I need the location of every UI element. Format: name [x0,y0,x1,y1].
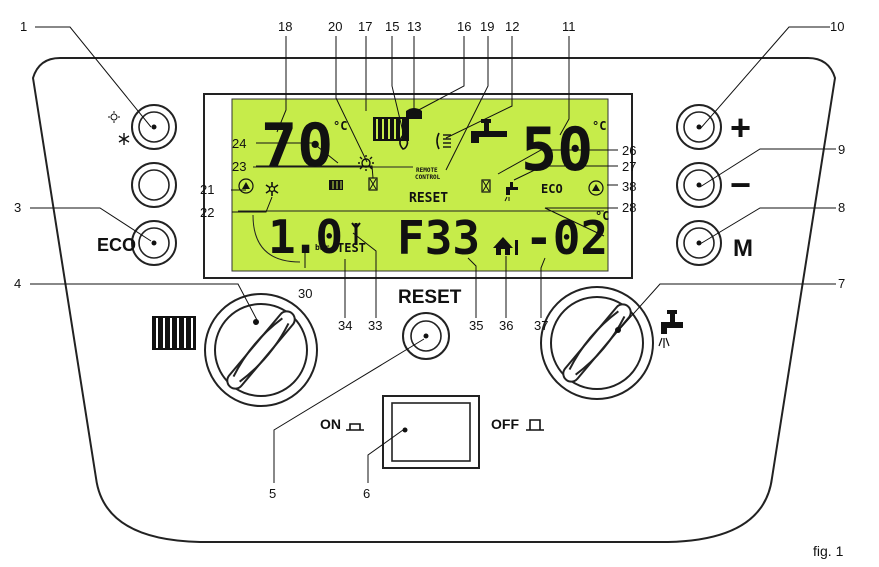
callout-6: 6 [363,486,370,501]
on-symbol-icon [346,423,364,431]
reset-label: RESET [398,287,462,308]
callout-21: 21 [200,182,214,197]
minus-button-label: − [730,164,751,205]
callout-11: 11 [562,19,576,34]
callout-16: 16 [457,19,471,34]
dhw-temp-unit: °C [592,119,606,133]
plus-button-label: + [730,107,751,148]
lcd-eco-text: ECO [541,182,563,196]
remote-control-label-2: CONTROL [415,174,441,181]
reset-button[interactable] [402,312,450,360]
callout-26: 26 [622,143,636,158]
blank-button[interactable] [131,162,177,208]
panel-outline [31,57,837,543]
fault-code-readout: F33 [397,211,480,265]
callout-15: 15 [385,19,399,34]
callout-10: 10 [830,19,844,34]
callout-24: 24 [232,136,246,151]
on-label: ON [320,416,341,432]
callout-36: 36 [499,318,513,333]
callout-22: 22 [200,205,214,220]
callout-13: 13 [407,19,421,34]
ch-temp-unit: °C [333,119,347,133]
callout-38: 38 [622,179,636,194]
flame-icon [399,130,409,150]
mode-button-label: M [733,235,753,262]
callout-17: 17 [358,19,372,34]
callout-33: 33 [368,318,382,333]
radiator-icon [373,117,409,141]
eco-button[interactable] [131,220,177,266]
callout-27: 27 [622,159,636,174]
pressure-readout: 1.0 [268,210,340,264]
triangle-icon [238,178,254,194]
house-icon [493,237,518,255]
plus-button[interactable] [676,104,722,150]
radiator-small-icon [329,180,343,190]
heating-knob[interactable] [204,293,318,407]
flue-icon [436,132,451,150]
callout-35: 35 [469,318,483,333]
outdoor-temp-unit: °C [595,209,609,223]
callout-34: 34 [338,318,352,333]
callout-8: 8 [838,200,845,215]
tap-small-icon [504,182,518,202]
off-symbol-icon [526,419,544,431]
mode-button[interactable] [676,220,722,266]
callout-37: 37 [534,318,548,333]
dhw-knob[interactable] [540,286,654,400]
wrench-icon [351,222,361,245]
callout-18: 18 [278,19,292,34]
pressure-unit: bar [315,243,330,252]
callout-30: 30 [298,286,312,301]
summer-winter-icon [108,111,130,145]
callout-12: 12 [505,19,519,34]
hourglass-icon-dhw [481,179,491,193]
off-label: OFF [491,416,519,432]
outdoor-temp-readout: -02 [525,211,608,265]
figure-label: fig. 1 [813,543,844,559]
leader-lines [30,26,836,483]
callout-19: 19 [480,19,494,34]
callout-7: 7 [838,276,845,291]
snowflake-icon [265,182,279,196]
callout-5: 5 [269,486,276,501]
callout-23: 23 [232,159,246,174]
eco-button-label: ECO [97,235,136,255]
tap-icon [658,310,683,348]
radiator-icon-panel [152,316,196,350]
tap-icon-display [471,119,507,143]
ch-temp-readout: 70 [261,111,333,181]
triangle-icon-right [588,180,604,196]
minus-button[interactable] [676,162,722,208]
callout-4: 4 [14,276,21,291]
callout-1: 1 [20,19,27,34]
callout-3: 3 [14,200,21,215]
lcd-screen [231,98,609,272]
lcd-arc-left [252,214,301,263]
remote-control-label-1: REMOTE [416,167,438,174]
callout-28: 28 [622,200,636,215]
lcd-test-text: TEST [337,241,366,255]
summer-winter-button[interactable] [131,104,177,150]
callout-2: 9 [838,142,845,157]
callout-20: 20 [328,19,342,34]
lcd-reset-text: RESET [409,191,448,206]
